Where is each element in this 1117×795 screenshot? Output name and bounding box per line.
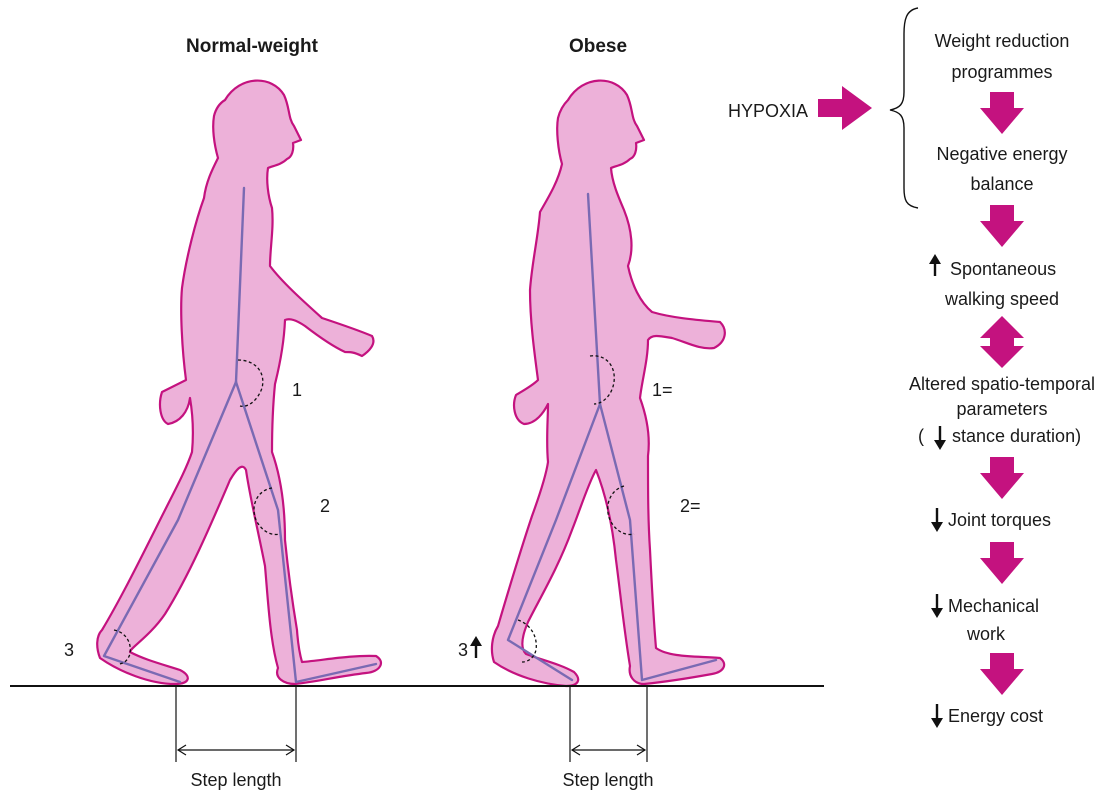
down-arrow-small-icon <box>934 426 946 450</box>
curly-brace-icon <box>890 8 918 208</box>
down-arrow-small-icon <box>931 704 943 728</box>
normal-angle-label-1: 1 <box>292 380 302 400</box>
flow-node-spatio-temporal-line2: parameters <box>956 399 1047 419</box>
down-arrow-icon <box>980 457 1024 499</box>
obese-angle-label-1: 1= <box>652 380 673 400</box>
hypoxia-label: HYPOXIA <box>728 101 808 121</box>
hypoxia-arrow-icon <box>818 86 872 130</box>
normal-angle-label-2: 2 <box>320 496 330 516</box>
down-arrow-icon <box>980 205 1024 247</box>
normal-step-length-indicator: Step length <box>176 686 296 790</box>
up-arrow-icon <box>470 636 482 658</box>
normal-angle-label-3: 3 <box>64 640 74 660</box>
flow-node-walking-speed-line1: Spontaneous <box>950 259 1056 279</box>
flow-node-spatio-temporal-line3: stance duration) <box>952 426 1081 446</box>
flow-node-negative-energy-line1: Negative energy <box>936 144 1067 164</box>
down-arrow-icon <box>980 92 1024 134</box>
down-arrow-icon <box>980 653 1024 695</box>
flow-node-walking-speed-line2: walking speed <box>944 289 1059 309</box>
flow-node-joint-torques: Joint torques <box>948 510 1051 530</box>
flow-chart: HYPOXIA Weight reduction programmes Nega… <box>728 8 1095 728</box>
obese-angle-label-3: 3 <box>458 640 468 660</box>
down-arrow-small-icon <box>931 508 943 532</box>
title-normal-weight: Normal-weight <box>186 36 319 57</box>
obese-walker: 1= 2= 3 <box>458 81 725 686</box>
flow-node-negative-energy-line2: balance <box>970 174 1033 194</box>
flow-node-spatio-temporal-paren: ( <box>918 426 924 446</box>
up-arrow-icon <box>929 254 941 276</box>
flow-node-weight-reduction-line1: Weight reduction <box>935 31 1070 51</box>
flow-node-mechanical-work-line2: work <box>966 624 1006 644</box>
normal-weight-silhouette <box>97 81 381 684</box>
bidirectional-arrow-icon <box>980 316 1024 368</box>
obese-angle-label-2: 2= <box>680 496 701 516</box>
normal-step-length-label: Step length <box>190 770 281 790</box>
flow-node-spatio-temporal-line1: Altered spatio-temporal <box>909 374 1095 394</box>
title-obese: Obese <box>569 36 627 57</box>
normal-weight-walker: 1 2 3 <box>64 81 381 684</box>
obese-step-length-label: Step length <box>562 770 653 790</box>
down-arrow-icon <box>980 542 1024 584</box>
flow-node-energy-cost: Energy cost <box>948 706 1043 726</box>
down-arrow-small-icon <box>931 594 943 618</box>
obese-step-length-indicator: Step length <box>562 686 653 790</box>
flow-node-mechanical-work-line1: Mechanical <box>948 596 1039 616</box>
flow-node-weight-reduction-line2: programmes <box>951 62 1052 82</box>
